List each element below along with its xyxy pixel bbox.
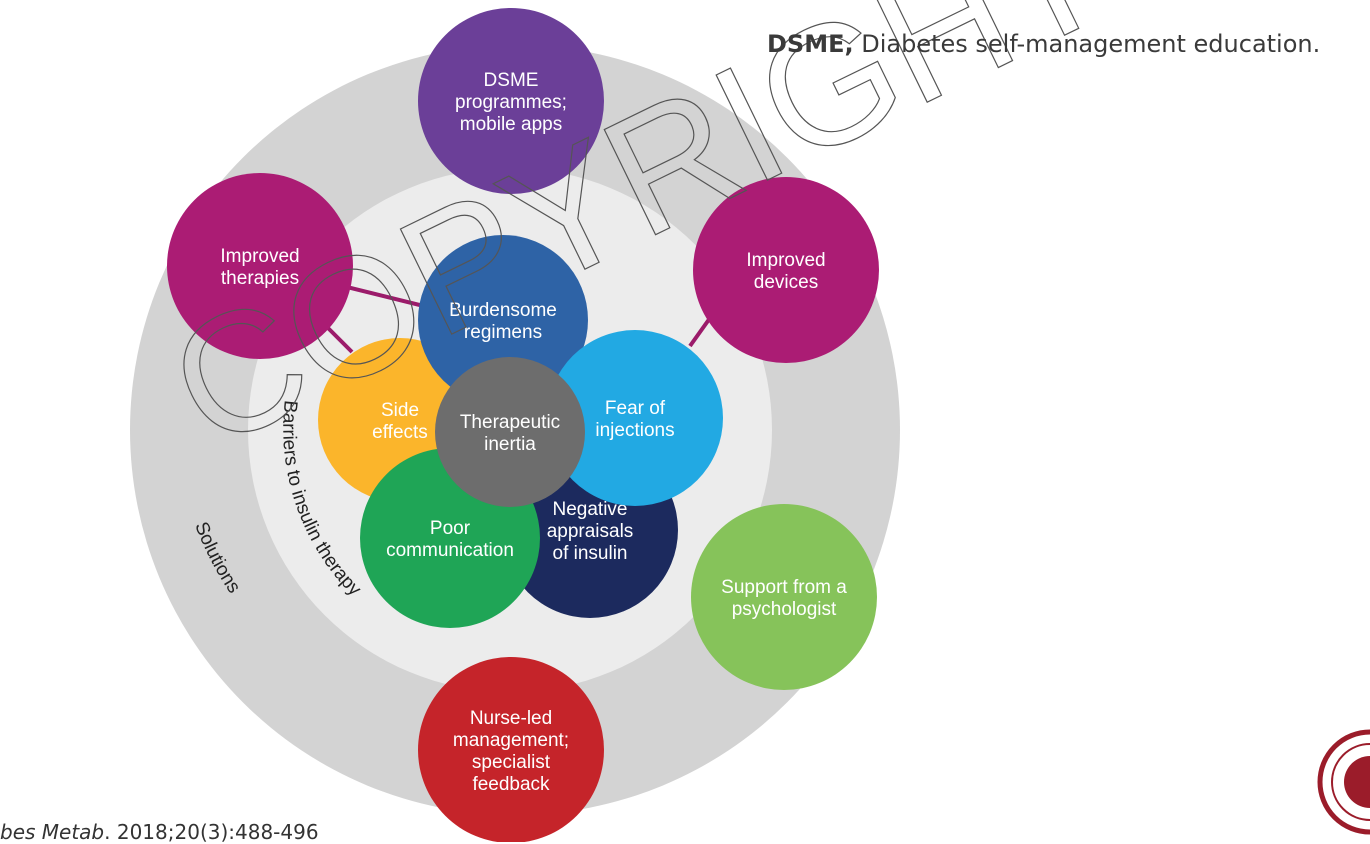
fear-of-injections-label: Fear of <box>605 398 666 419</box>
legend-abbreviation: DSME, <box>767 30 854 58</box>
psychologist-support-label: Support from a <box>721 577 847 598</box>
negative-appraisals-label: Negative <box>553 499 628 520</box>
dsme-programmes-label: mobile apps <box>460 114 562 135</box>
nurse-led-management-label: Nurse-led <box>470 708 552 729</box>
center-label: Therapeutic <box>460 412 560 433</box>
improved-therapies-label: therapies <box>221 268 299 289</box>
poor-communication-label: Poor <box>430 518 471 539</box>
publisher-seal <box>1317 729 1370 835</box>
dsme-programmes-label: DSME <box>484 70 539 91</box>
psychologist-support-circle <box>691 504 877 690</box>
dsme-programmes-circle <box>418 8 604 194</box>
negative-appraisals-label: appraisals <box>547 521 634 542</box>
citation-details: . 2018;20(3):488-496 <box>104 820 319 844</box>
nurse-led-management-circle <box>418 657 604 842</box>
legend-definition: Diabetes self-management education. <box>853 30 1321 58</box>
nurse-led-management-label: management; <box>453 730 569 751</box>
improved-devices-label: devices <box>754 272 818 293</box>
burdensome-regimens-circle <box>418 235 588 405</box>
improved-devices-circle <box>693 177 879 363</box>
negative-appraisals-label: of insulin <box>553 543 628 564</box>
side-effects-label: effects <box>372 422 428 443</box>
abbreviation-legend: DSME, Diabetes self-management education… <box>767 30 1320 58</box>
poor-communication-label: communication <box>386 540 514 561</box>
improved-devices-label: Improved <box>746 250 825 271</box>
improved-therapies-circle <box>167 173 353 359</box>
center-label: inertia <box>484 434 536 455</box>
fear-of-injections-label: injections <box>595 420 674 441</box>
psychologist-support-label: psychologist <box>732 599 837 620</box>
nurse-led-management-label: specialist <box>472 752 551 773</box>
nurse-led-management-label: feedback <box>472 774 550 795</box>
burdensome-regimens-label: regimens <box>464 322 542 343</box>
center-circle <box>435 357 585 507</box>
fear-of-injections-circle <box>547 330 723 506</box>
dsme-programmes-label: programmes; <box>455 92 567 113</box>
citation: bes Metab. 2018;20(3):488-496 <box>0 820 319 844</box>
side-effects-label: Side <box>381 400 419 421</box>
citation-journal: bes Metab <box>0 820 105 844</box>
burdensome-regimens-label: Burdensome <box>449 300 557 321</box>
improved-therapies-label: Improved <box>220 246 299 267</box>
connector-devices <box>688 316 712 348</box>
